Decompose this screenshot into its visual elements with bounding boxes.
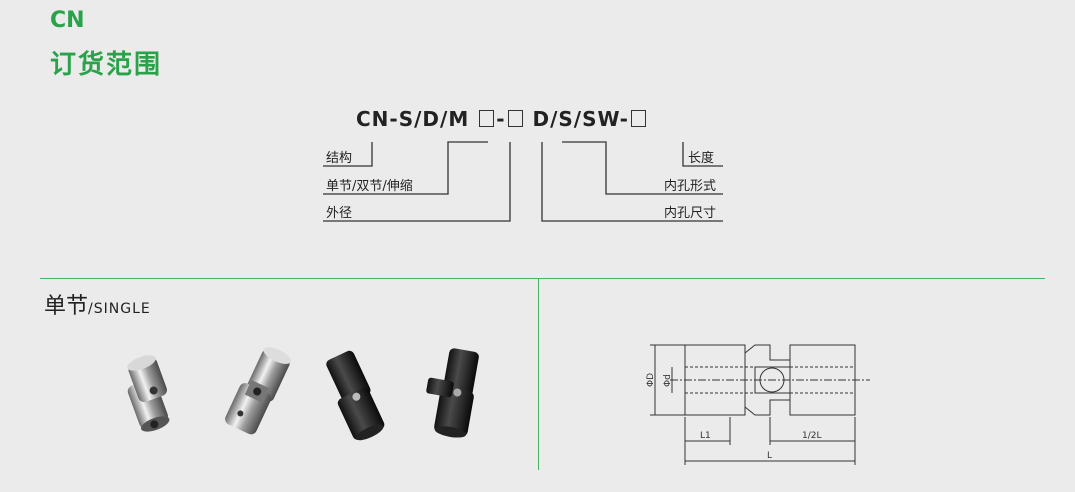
label-bore-size: 内孔尺寸 <box>664 206 717 221</box>
brand-code: CN <box>50 8 85 33</box>
section-title-sub: /SINGLE <box>88 301 151 317</box>
label-outer-diameter: 外径 <box>326 206 353 221</box>
label-joint-type: 单节/双节/伸缩 <box>326 179 413 194</box>
placeholder-box-icon <box>630 110 646 127</box>
label-length: 长度 <box>688 151 715 166</box>
label-structure: 结构 <box>326 151 353 166</box>
order-code: CN-S/D/M - D/S/SW- <box>356 107 648 131</box>
product-photo-black-2 <box>426 348 479 438</box>
section-divider-vertical <box>538 278 539 470</box>
product-photos <box>127 347 479 441</box>
order-code-part1: CN-S/D/M <box>356 107 470 131</box>
dim-half-label: 1/2L <box>802 431 822 441</box>
section-title: 单节/SINGLE <box>44 288 151 320</box>
dim-bore-label: Φd <box>663 374 673 387</box>
page-title: 订货范围 <box>50 50 163 80</box>
section-divider <box>40 278 1045 279</box>
order-code-part2: D/S/SW- <box>532 107 629 131</box>
product-photo-chrome-1 <box>127 355 170 432</box>
placeholder-box-icon <box>507 110 523 127</box>
product-photo-black-1 <box>326 350 385 441</box>
dim-outer-label: ΦD <box>646 373 656 387</box>
order-code-sep1: - <box>496 107 506 131</box>
dimension-drawing: ΦD Φd L1 1/2L L <box>646 344 870 465</box>
section-title-main: 单节 <box>44 294 89 319</box>
placeholder-box-icon <box>479 110 495 127</box>
dim-l1-label: L1 <box>700 431 711 441</box>
product-photo-chrome-2 <box>225 347 292 435</box>
dim-total-label: L <box>767 451 772 461</box>
label-bore-form: 内孔形式 <box>664 179 717 194</box>
